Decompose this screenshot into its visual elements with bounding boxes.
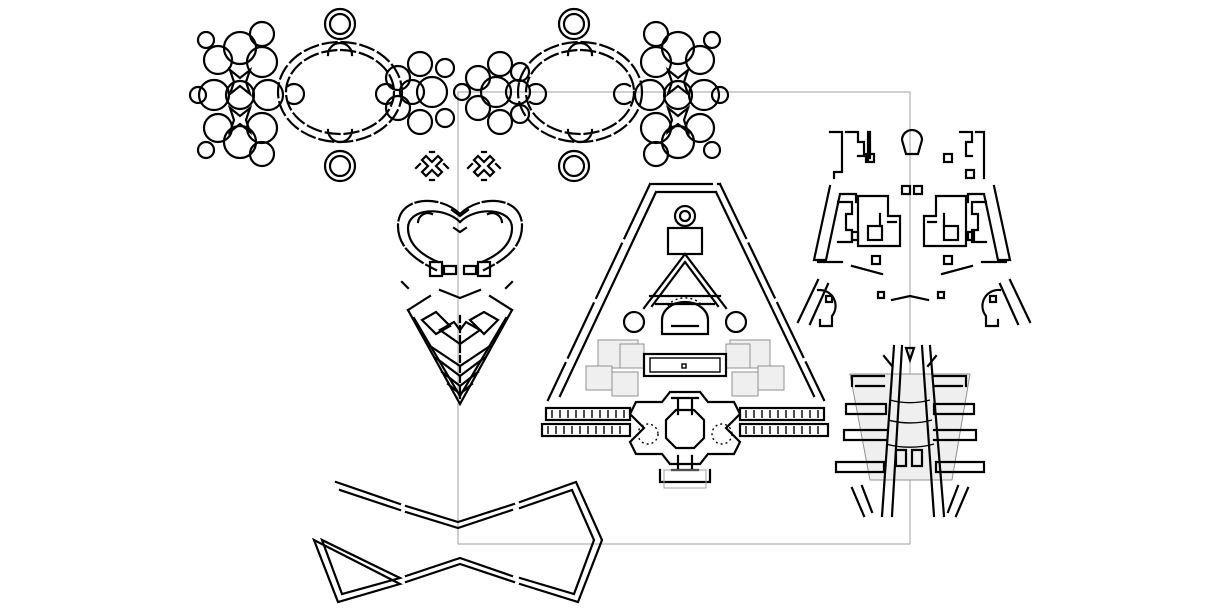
winged-tower-plan bbox=[834, 344, 986, 518]
right-dashed-oval bbox=[516, 7, 644, 183]
bracket-cluster-plan bbox=[796, 128, 1032, 328]
cross-motif-pair bbox=[414, 150, 502, 182]
leaf-plan bbox=[406, 294, 514, 407]
cross-motif-left bbox=[414, 150, 450, 182]
left-circle-cluster bbox=[188, 20, 285, 168]
cross-motif-right bbox=[466, 150, 502, 182]
right-circle-cluster bbox=[633, 20, 730, 168]
trapezoid-complex-plan bbox=[540, 182, 830, 489]
left-dashed-oval bbox=[276, 7, 404, 183]
center-knot bbox=[384, 50, 532, 136]
heart-plan bbox=[396, 199, 524, 300]
wing-right bbox=[738, 406, 830, 438]
bowtie-outline bbox=[311, 480, 604, 604]
wing-left bbox=[540, 406, 632, 438]
ornamental-chain bbox=[188, 7, 730, 183]
